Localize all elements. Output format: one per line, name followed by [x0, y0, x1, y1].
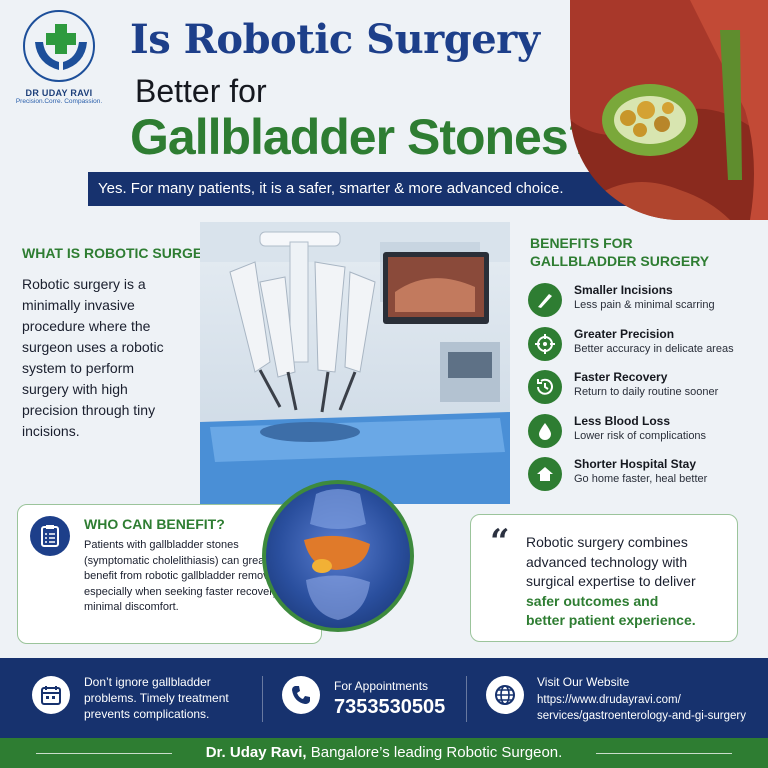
- footer-reminder-text: Don’t ignore gallbladder problems. Timel…: [84, 675, 229, 721]
- benefit-desc: Less pain & minimal scarring: [574, 299, 715, 311]
- title-line-2: Better for: [135, 73, 267, 109]
- quote-emphasis-1: safer outcomes and: [526, 592, 659, 609]
- title-line-1: Is Robotic Surgery: [130, 16, 540, 63]
- robotic-surgery-room-illustration: [200, 222, 510, 504]
- footer-rule-left: [36, 753, 172, 754]
- title-line-3: Gallbladder Stones?: [130, 109, 598, 165]
- phone-icon: [282, 676, 320, 714]
- footer-rule-right: [596, 753, 732, 754]
- anatomy-illustration: [262, 480, 414, 632]
- website-label: Visit Our Website: [537, 675, 630, 689]
- crosshair-icon: [528, 327, 562, 361]
- benefit-title: Smaller Incisions: [574, 283, 673, 297]
- benefits-heading: BENEFITS FOR GALLBLADDER SURGERY: [530, 234, 730, 270]
- phone-number-link[interactable]: 7353530505: [334, 696, 446, 718]
- benefit-title: Faster Recovery: [574, 370, 668, 384]
- calendar-icon: [32, 676, 70, 714]
- benefit-title: Greater Precision: [574, 327, 675, 341]
- footer-divider: [466, 676, 467, 722]
- clock-arrow-icon: [528, 370, 562, 404]
- quote-emphasis-2: better patient experience.: [526, 612, 696, 628]
- benefits-heading-line-2: GALLBLADDER SURGERY: [530, 253, 710, 269]
- benefit-desc: Lower risk of complications: [574, 430, 707, 442]
- clipboard-checklist-icon: [30, 516, 70, 556]
- gallbladder-illustration: [570, 0, 768, 220]
- what-is-robotic-surgery-text: Robotic surgery is a minimally invasive …: [22, 276, 164, 439]
- benefit-title: Less Blood Loss: [574, 414, 671, 428]
- brand-logo: DR UDAY RAVI Precision.Corre. Compassion…: [14, 10, 104, 128]
- footer-contact-bar: [0, 658, 768, 738]
- quote-text: Robotic surgery combines advanced techno…: [526, 533, 731, 631]
- benefit-desc: Better accuracy in delicate areas: [574, 343, 734, 355]
- hands-cross-icon: [35, 24, 87, 70]
- benefit-desc: Go home faster, heal better: [574, 473, 708, 485]
- subtitle-bar: Yes. For many patients, it is a safer, s…: [88, 172, 640, 206]
- quote-mark-icon: “: [490, 522, 510, 562]
- footer-divider: [262, 676, 263, 722]
- who-can-benefit-heading: WHO CAN BENEFIT?: [84, 516, 225, 532]
- globe-icon: [486, 676, 524, 714]
- benefit-item: Shorter Hospital Stay Go home faster, he…: [528, 457, 758, 497]
- website-url-line-1[interactable]: https://www.drudayravi.com/: [537, 694, 681, 706]
- benefit-item: Greater Precision Better accuracy in del…: [528, 327, 758, 367]
- scalpel-icon: [528, 283, 562, 317]
- who-can-benefit-text: Patients with gallbladder stones (sympto…: [84, 539, 300, 613]
- appointments-label: For Appointments: [334, 679, 429, 693]
- footer-tagline: Dr. Uday Ravi, Bangalore’s leading Robot…: [0, 744, 768, 761]
- benefit-item: Faster Recovery Return to daily routine …: [528, 370, 758, 410]
- home-icon: [528, 457, 562, 491]
- drop-icon: [528, 414, 562, 448]
- benefit-item: Less Blood Loss Lower risk of complicati…: [528, 414, 758, 454]
- benefits-heading-line-1: BENEFITS FOR: [530, 235, 633, 251]
- brand-name: DR UDAY RAVI: [25, 88, 93, 98]
- brand-tagline: Precision.Corre. Compassion.: [15, 98, 103, 105]
- footer-doctor-name: Dr. Uday Ravi,: [205, 744, 307, 761]
- logo-emblem: [23, 10, 95, 82]
- what-is-robotic-surgery-heading: WHAT IS ROBOTIC SURGERY?: [22, 245, 230, 261]
- benefit-desc: Return to daily routine sooner: [574, 386, 719, 398]
- footer-tagline-rest: Bangalore’s leading Robotic Surgeon.: [306, 744, 563, 761]
- quote-card: [470, 514, 738, 642]
- quote-body: Robotic surgery combines advanced techno…: [526, 534, 696, 589]
- website-url-line-2[interactable]: services/gastroenterology-and-gi-surgery: [537, 710, 747, 722]
- benefit-item: Smaller Incisions Less pain & minimal sc…: [528, 283, 758, 323]
- benefit-title: Shorter Hospital Stay: [574, 457, 697, 471]
